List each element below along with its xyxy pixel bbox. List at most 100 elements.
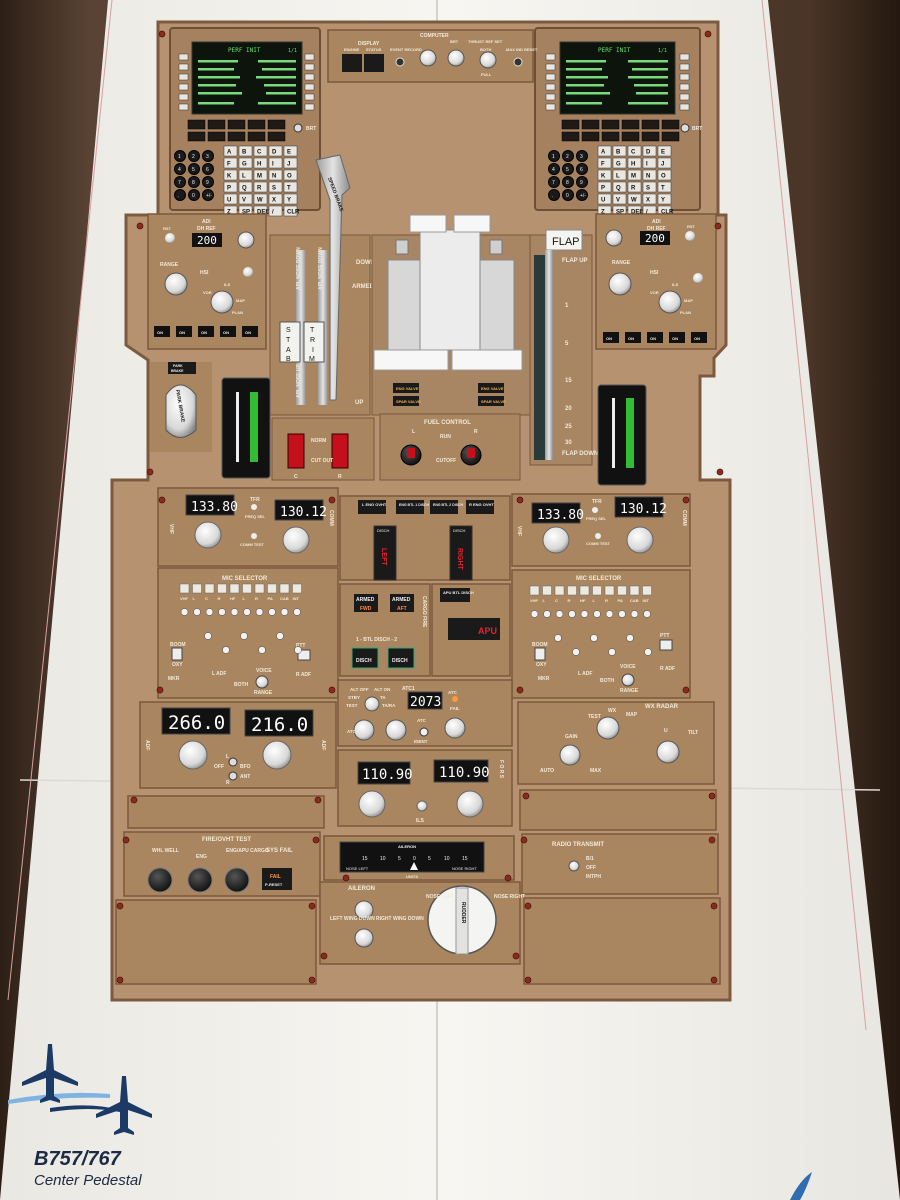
cargo-disch-2-button[interactable] xyxy=(387,647,415,669)
cdu-key-j[interactable] xyxy=(657,157,672,169)
whl-well-test-button[interactable] xyxy=(147,867,173,893)
right-comm-test-button[interactable] xyxy=(595,533,601,539)
fwd-cargo-arm-button[interactable] xyxy=(354,594,378,612)
right-vhf-active-knob[interactable] xyxy=(542,526,570,554)
status-button[interactable] xyxy=(364,54,384,72)
cdu-key-k[interactable] xyxy=(223,169,238,181)
wx-tilt-knob[interactable] xyxy=(656,740,680,764)
cdu-key-y[interactable] xyxy=(657,193,672,205)
adf-right-mode-switch[interactable] xyxy=(228,771,238,781)
cdu-key-n[interactable] xyxy=(268,169,283,181)
engine-button[interactable] xyxy=(342,54,362,72)
cdu-key-m[interactable] xyxy=(253,169,268,181)
mic-select-button[interactable] xyxy=(617,585,627,596)
left-dh-knob[interactable] xyxy=(237,231,255,249)
right-data-on-button[interactable] xyxy=(691,332,707,343)
left-hsi-mode-knob[interactable] xyxy=(210,290,234,314)
volume-knob[interactable] xyxy=(218,608,226,616)
mic-select-button[interactable] xyxy=(592,585,602,596)
right-wxr-on-button[interactable] xyxy=(603,332,619,343)
cdu-key-5[interactable] xyxy=(562,163,574,175)
mic-select-button[interactable] xyxy=(292,583,302,594)
volume-knob[interactable] xyxy=(193,608,201,616)
stab-trim-cutout-left-switch[interactable] xyxy=(287,433,305,469)
mic-select-button[interactable] xyxy=(604,585,615,596)
volume-knob[interactable] xyxy=(630,610,639,618)
cdu-key-f[interactable] xyxy=(223,157,238,169)
transponder-center-knob[interactable] xyxy=(385,719,407,741)
cdu-key-c[interactable] xyxy=(253,145,268,157)
mic-select-button[interactable] xyxy=(254,583,265,594)
left-rst-button[interactable] xyxy=(165,233,175,243)
cdu-key-e[interactable] xyxy=(283,145,298,157)
speedbrake-lever[interactable] xyxy=(315,154,351,401)
cdu-key-h[interactable] xyxy=(253,157,268,169)
ident-button[interactable] xyxy=(419,727,429,737)
cdu-key-d[interactable] xyxy=(642,145,657,157)
cdu-key-d[interactable] xyxy=(268,145,283,157)
cdu-key-1[interactable] xyxy=(174,150,186,162)
cdu-key-p[interactable] xyxy=(223,181,238,193)
left-vhf-standby-knob[interactable] xyxy=(282,526,310,554)
cdu-key-clr[interactable] xyxy=(283,205,298,217)
mic-select-button[interactable] xyxy=(217,583,227,594)
flap-lever[interactable] xyxy=(545,229,583,251)
left-sta-on-button[interactable] xyxy=(176,326,192,337)
nav-audio-knob[interactable] xyxy=(240,632,248,640)
cdu-key-u[interactable] xyxy=(223,193,238,205)
cdu-key-w[interactable] xyxy=(627,193,642,205)
nav-audio-knob[interactable] xyxy=(276,632,284,640)
right-thrust-lever[interactable] xyxy=(453,214,491,233)
cdu-key-l[interactable] xyxy=(612,169,627,181)
event-record-button[interactable] xyxy=(395,57,405,67)
right-wpt-on-button[interactable] xyxy=(647,332,663,343)
cdu-key-g[interactable] xyxy=(238,157,253,169)
left-wpt-on-button[interactable] xyxy=(198,326,214,337)
nav-audio-knob[interactable] xyxy=(572,648,580,656)
left-arpt-on-button[interactable] xyxy=(220,326,236,337)
right-boom-oxy-switch[interactable] xyxy=(534,647,546,661)
cdu-key-2[interactable] xyxy=(188,150,200,162)
right-ptt-switch[interactable] xyxy=(659,639,673,651)
right-sta-on-button[interactable] xyxy=(625,332,641,343)
eng-apu-cargo-test-button[interactable] xyxy=(224,867,250,893)
adf-right-tuning-knob[interactable] xyxy=(262,740,292,770)
left-wxr-brt-knob[interactable] xyxy=(243,267,253,277)
cdu-key-a[interactable] xyxy=(223,145,238,157)
left-ptt-switch[interactable] xyxy=(297,649,311,661)
cdu-key-i[interactable] xyxy=(268,157,283,169)
ils-left-knob[interactable] xyxy=(358,790,386,818)
volume-knob[interactable] xyxy=(530,610,539,618)
cdu-key-.[interactable] xyxy=(548,189,560,201)
left-thrust-lever[interactable] xyxy=(409,214,447,233)
volume-knob[interactable] xyxy=(280,608,289,616)
cdu-key-6[interactable] xyxy=(202,163,214,175)
max-ind-reset-button[interactable] xyxy=(513,57,523,67)
adf-left-mode-switch[interactable] xyxy=(228,757,238,767)
mic-select-button[interactable] xyxy=(642,585,652,596)
cdu-key-s[interactable] xyxy=(268,181,283,193)
transponder-mode-knob[interactable] xyxy=(364,696,380,712)
nav-audio-knob[interactable] xyxy=(222,646,230,654)
volume-knob[interactable] xyxy=(293,608,301,616)
thrust-ref-set-knob[interactable] xyxy=(479,51,497,69)
nav-audio-knob[interactable] xyxy=(644,648,652,656)
right-range-knob[interactable] xyxy=(608,272,632,296)
wx-mode-knob[interactable] xyxy=(596,716,620,740)
cdu-key-v[interactable] xyxy=(238,193,253,205)
cdu-key-o[interactable] xyxy=(283,169,298,181)
park-brake-handle[interactable] xyxy=(165,384,197,438)
nav-audio-knob[interactable] xyxy=(590,634,598,642)
volume-knob[interactable] xyxy=(255,608,264,616)
cdu-key-9[interactable] xyxy=(202,176,214,188)
left-boom-oxy-switch[interactable] xyxy=(171,647,183,661)
volume-knob[interactable] xyxy=(205,608,214,616)
stab-trim-switch-left[interactable] xyxy=(279,321,301,363)
transponder-right-knob[interactable] xyxy=(444,717,466,739)
wx-gain-knob[interactable] xyxy=(559,744,581,766)
volume-knob[interactable] xyxy=(605,610,614,618)
right-voice-range-knob[interactable] xyxy=(621,673,635,687)
left-engine-fire-handle[interactable] xyxy=(373,525,397,581)
cdu-key-e[interactable] xyxy=(657,145,672,157)
cdu-key-q[interactable] xyxy=(238,181,253,193)
